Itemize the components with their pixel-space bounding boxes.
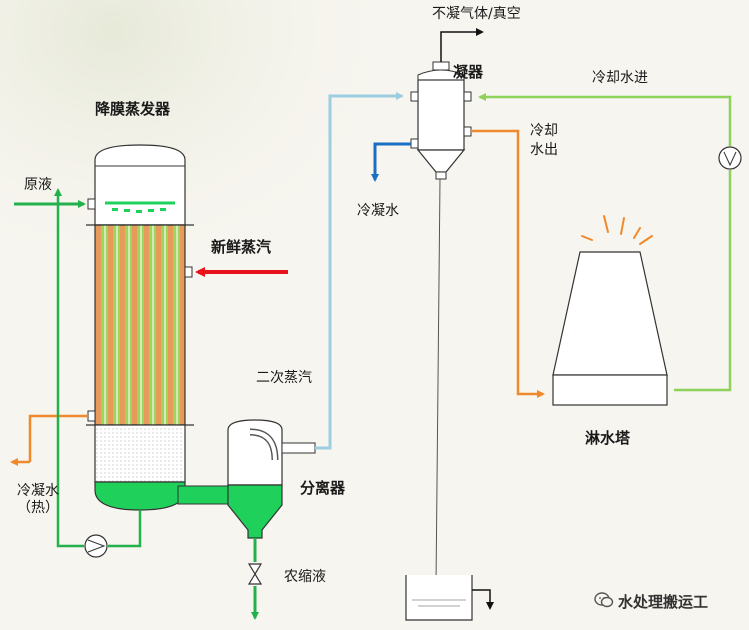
- watermark-text: 水处理搬运工: [618, 593, 709, 611]
- bottom-liquid: [94, 481, 186, 511]
- condensate-nozzle: [87, 410, 96, 422]
- raw-liquid-nozzle: [87, 198, 96, 210]
- wechat-icon: [594, 592, 614, 608]
- barometric-leg: [435, 178, 441, 586]
- valve-icon: [247, 563, 263, 585]
- cooling-water-in-line: [478, 93, 732, 146]
- separator-label: 分离器: [300, 479, 346, 497]
- cooling-tower-label: 淋水塔: [585, 429, 631, 447]
- cooling-water-out-label-1: 冷却: [530, 123, 558, 139]
- evaporator: [86, 144, 194, 511]
- concentrate-label: 农缩液: [284, 569, 326, 585]
- transfer-pipe: [177, 485, 231, 505]
- cooling-water-out-label-2: 水出: [530, 142, 558, 158]
- evaporator-label: 降膜蒸发器: [95, 100, 171, 118]
- pump-icon: [718, 146, 742, 170]
- lower-chamber: [94, 424, 186, 483]
- hot-condensate-label-2: （热）: [17, 500, 59, 516]
- cooling-tower: [552, 215, 668, 406]
- hot-condensate-label-1: 冷凝水: [17, 483, 59, 499]
- raw-liquid-label: 原液: [24, 177, 52, 193]
- fresh-steam-label: 新鲜蒸汽: [211, 238, 272, 256]
- recirculation-line: [108, 510, 142, 548]
- vent-line: [440, 28, 484, 62]
- condenser-label: 凝器: [453, 63, 484, 81]
- condensate-line: [371, 142, 411, 182]
- hot-well: [405, 575, 494, 621]
- secondary-steam-label: 二次蒸汽: [256, 370, 312, 386]
- steam-nozzle: [184, 266, 193, 278]
- condensate-label: 冷凝水: [357, 203, 399, 219]
- pump-icon: [84, 534, 108, 558]
- non-condensable-label: 不凝气体/真空: [432, 6, 521, 22]
- separator: [227, 419, 316, 539]
- condenser: [410, 61, 472, 180]
- hot-condensate-line: [28, 414, 88, 462]
- cooling-water-out-line: [471, 129, 545, 398]
- cooling-water-in-label: 冷却水进: [592, 70, 648, 86]
- cooling-water-return-line: [674, 170, 732, 392]
- secondary-steam-line: [315, 92, 404, 450]
